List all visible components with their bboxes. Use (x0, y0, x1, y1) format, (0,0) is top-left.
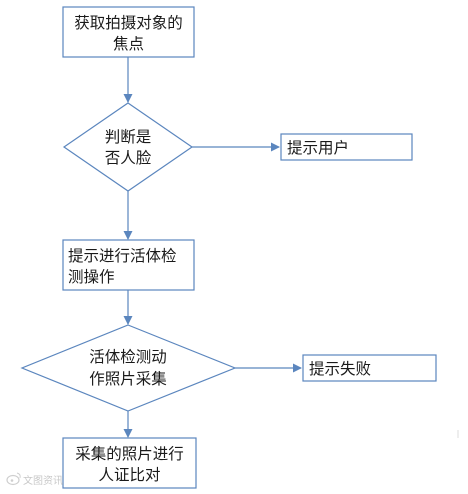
watermark-text: 文图资讯 (23, 474, 63, 487)
decision-is-face: 判断是 否人脸 (62, 102, 194, 192)
step-get-focus-line2: 焦点 (113, 35, 144, 53)
step-prompt-fail-box (302, 354, 437, 382)
decision-is-face-line2: 否人脸 (105, 149, 152, 167)
decision-is-face-diamond (62, 102, 194, 192)
decision-liveness-capture: 活体检测动 作照片采集 (20, 324, 237, 412)
step-get-focus: 获取拍摄对象的 焦点 (62, 6, 195, 58)
step-liveness-prompt-line1: 提示进行活体检 (68, 247, 177, 265)
step-prompt-fail: 提示失败 (302, 354, 437, 382)
step-id-compare-line2: 人证比对 (98, 466, 160, 484)
step-liveness-prompt: 提示进行活体检 测操作 (62, 239, 195, 291)
step-id-compare: 采集的照片进行 人证比对 (62, 437, 197, 489)
decision-liveness-capture-line2: 作照片采集 (89, 370, 167, 388)
decision-is-face-line1: 判断是 (105, 128, 152, 146)
step-prompt-user-box (280, 133, 413, 161)
step-get-focus-line1: 获取拍摄对象的 (74, 14, 183, 32)
decision-liveness-capture-line1: 活体检测动 (89, 348, 167, 366)
step-liveness-prompt-box (62, 239, 195, 291)
step-id-compare-box (62, 437, 197, 489)
step-liveness-prompt-line2: 测操作 (68, 268, 115, 286)
decision-liveness-capture-diamond (20, 324, 237, 412)
watermark: 文图资讯 (6, 472, 63, 487)
step-id-compare-line1: 采集的照片进行 (75, 445, 184, 463)
step-prompt-fail-label: 提示失败 (309, 360, 371, 378)
step-prompt-user: 提示用户 (280, 133, 413, 161)
step-prompt-user-label: 提示用户 (287, 139, 349, 157)
weibo-logo-icon (6, 472, 21, 486)
step-get-focus-box (62, 6, 195, 58)
